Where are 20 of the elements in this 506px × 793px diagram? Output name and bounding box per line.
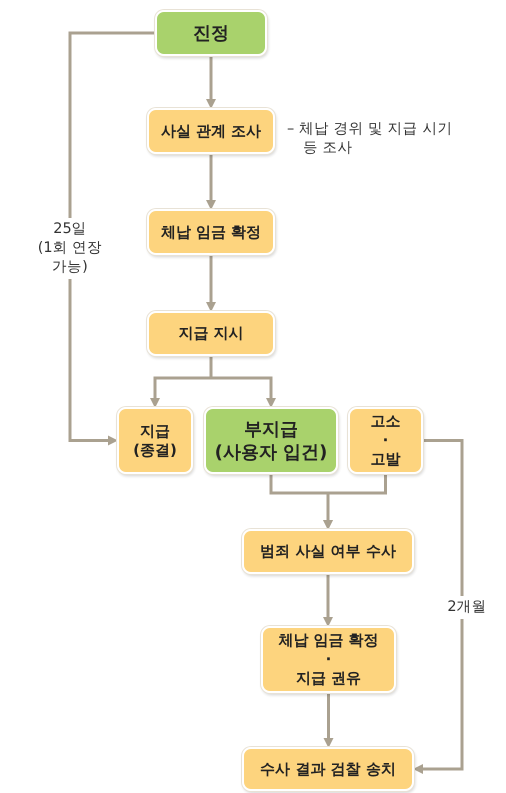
highlight-box: 진정 [155,10,267,56]
arrow [68,32,154,446]
arrow [206,256,216,312]
highlight-box: 부지급 (사용자 입건) [204,407,338,474]
arrow [206,57,216,109]
arrow [206,155,216,210]
process-box: 지급 (종결) [117,407,193,474]
arrow [210,357,276,408]
process-box: 범죄 사실 여부 수사 [242,529,414,574]
process-box: 지급 지시 [147,311,275,356]
process-box: 수사 결과 검찰 송치 [242,747,414,791]
note-text: – 체납 경위 및 지급 시기 등 조사 [287,120,453,158]
process-box: 체납 임금 확정 [147,209,275,255]
arrow [413,439,464,774]
process-box: 체납 임금 확정 · 지급 권유 [261,626,396,693]
process-box: 고소 · 고발 [348,407,423,474]
process-box: 사실 관계 조사 [147,108,275,154]
arrow [323,475,387,530]
arrow [324,694,334,748]
arrow [323,575,333,627]
